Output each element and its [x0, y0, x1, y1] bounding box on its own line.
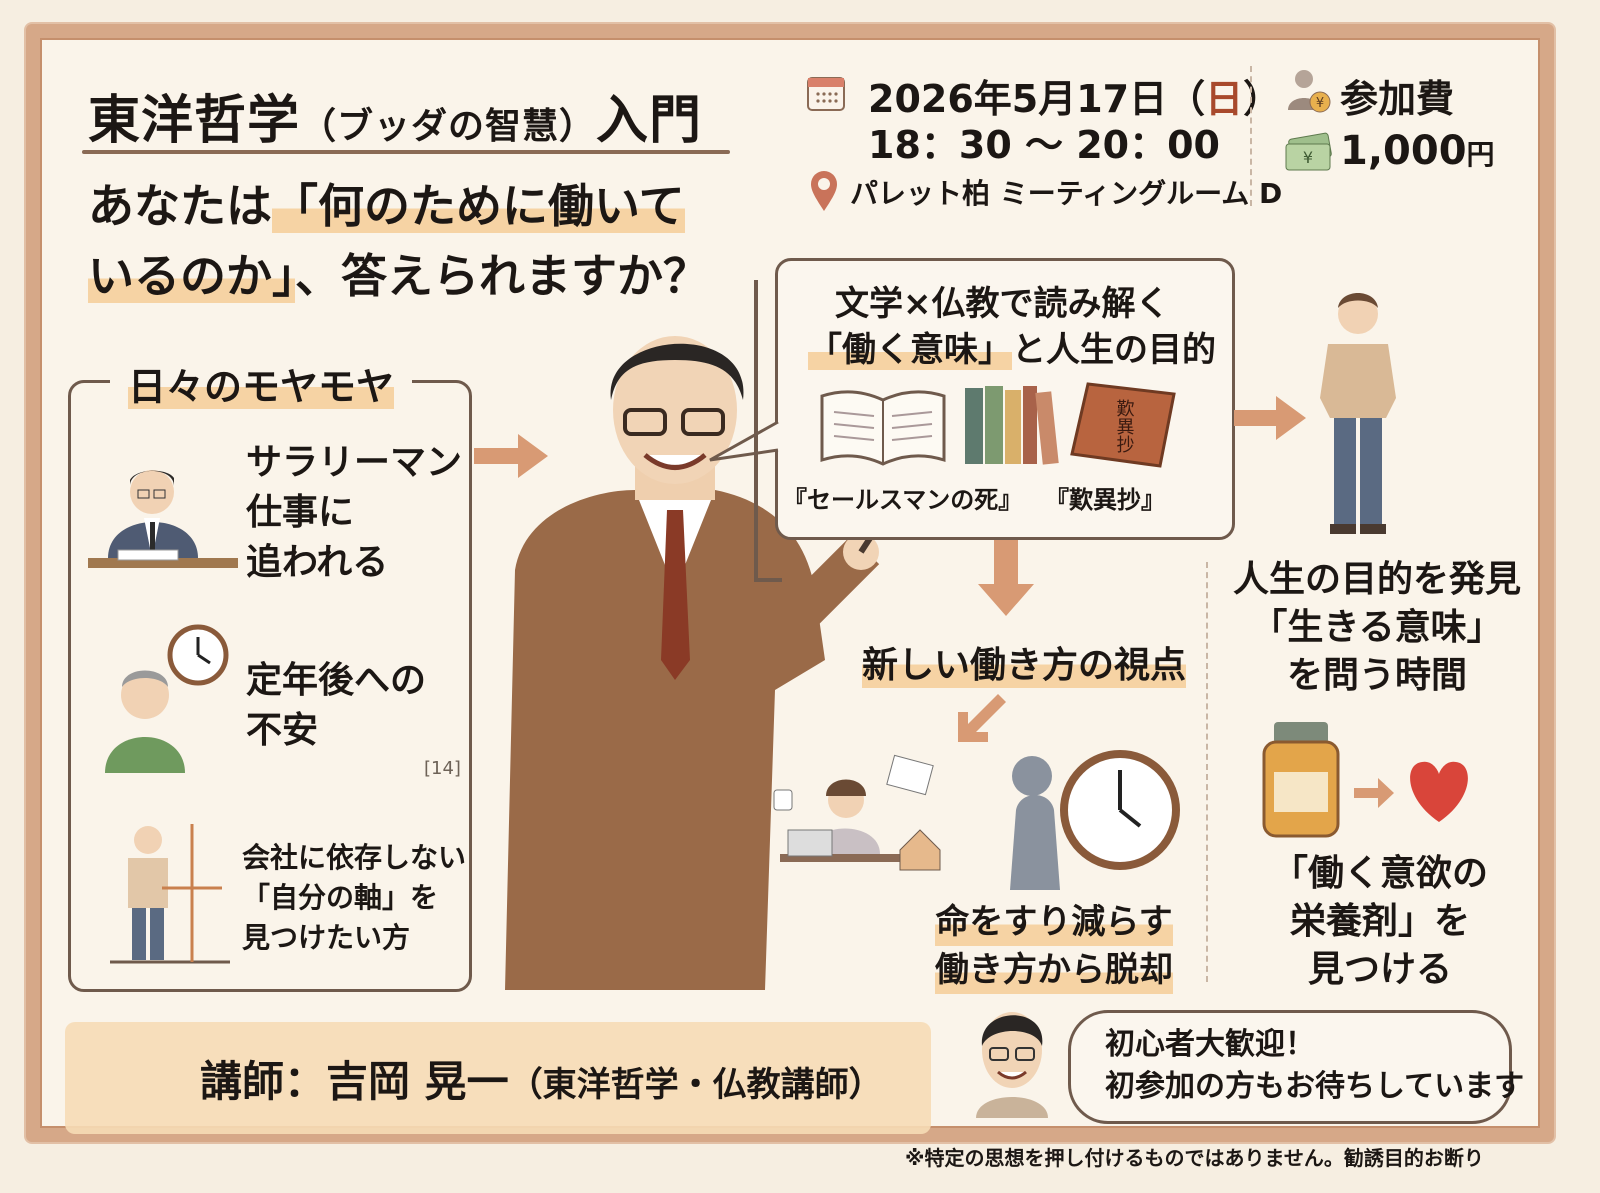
instructor-illustration [505, 336, 888, 990]
board-edge [754, 280, 782, 582]
title-paren: （ブッダの智慧） [300, 106, 597, 147]
event-time: 18：30 〜 20：00 [868, 123, 1220, 167]
map-pin-icon [811, 171, 837, 211]
overworked-woman-illustration [773, 754, 941, 871]
worry-line: 見つけたい方 [242, 921, 411, 954]
discover-text: 人生の目的を発見「生きる意味」を問う時間 [1232, 556, 1522, 700]
participant-fee-icon: ¥ [1288, 70, 1331, 113]
disclaimer-note: ※特定の思想を押し付けるものではありません。勧誘目的お断り [905, 1146, 1484, 1170]
date-weekday: 日 [1205, 77, 1244, 121]
theme-highlight: 「働く意味」 [808, 330, 1012, 370]
arrow-down-icon [978, 540, 1034, 616]
svg-text:¥: ¥ [1316, 96, 1324, 111]
person-with-clock-illustration [1010, 750, 1180, 890]
theme-line-1: 文学×仏教で読み解く [835, 284, 1170, 324]
worries-title-text: 日々のモヤモヤ [128, 365, 395, 409]
divider [1250, 66, 1252, 206]
self-axis-illustration [110, 824, 230, 964]
worry-line: 不安 [246, 710, 319, 751]
nutrient-text: 「働く意欲の栄養剤」を見つける [1240, 850, 1520, 994]
question-line-1: あなたは「何のために働いて [88, 176, 685, 236]
caption-line: 働き方から脱却 [935, 946, 1173, 994]
title-end: 入門 [596, 91, 703, 151]
worry-line: 定年後への [246, 660, 427, 701]
worry-item-2: 定年後への不安 [246, 656, 426, 756]
date-text: 2026年5月17日（ [868, 77, 1206, 121]
confident-man-illustration [1320, 293, 1396, 534]
book-caption-2: 『歎異抄』 [1045, 486, 1165, 514]
discover-line: を問う時間 [1286, 655, 1467, 696]
date-paren: ） [1243, 77, 1282, 121]
arrow-right-small-icon [1354, 778, 1394, 808]
tannisho-book-icon: 歎異抄 [1070, 382, 1176, 468]
worried-retiree-illustration [105, 624, 229, 773]
new-work-heading: 新しい働き方の視点 [862, 636, 1187, 688]
instructor-title: （東洋哲学・仏教講師） [508, 1065, 883, 1105]
heart-icon [1410, 761, 1468, 822]
arrow-right-icon [474, 434, 548, 478]
welcome-line: 初心者大歓迎！ [1105, 1027, 1315, 1062]
question-highlight: いるのか」 [88, 249, 295, 303]
worry-line: サラリーマン [246, 442, 463, 483]
worry-line: 仕事に [246, 492, 355, 533]
title-main: 東洋哲学 [88, 91, 301, 151]
page-title: 東洋哲学（ブッダの智慧）入門 [88, 78, 702, 153]
fee-amount: 1,000円 [1340, 128, 1495, 174]
discover-line: 人生の目的を発見 [1232, 559, 1521, 600]
worry-line: 追われる [246, 542, 389, 583]
instructor-name-text: 講師：吉岡 晃一 [200, 1057, 509, 1106]
worry-item-1: サラリーマン仕事に追われる [246, 438, 462, 588]
instructor-avatar [976, 1012, 1048, 1118]
worry-line: 「自分の軸」を [242, 881, 439, 914]
nutrient-line: 「働く意欲の [1271, 853, 1488, 894]
question-text: 、答えられますか？ [295, 249, 709, 303]
open-book-icon [820, 390, 946, 466]
theme-line-2: 「働く意味」と人生の目的 [808, 322, 1216, 371]
busy-salaryman-illustration [88, 470, 238, 568]
title-underline [82, 150, 730, 154]
money-icon: ¥ [1285, 132, 1332, 171]
svg-text:¥: ¥ [1303, 148, 1313, 167]
supplement-jar-icon [1262, 722, 1340, 838]
welcome-line: 初参加の方もお待ちしています [1105, 1069, 1525, 1104]
question-highlight: 「何のために働いて [272, 179, 685, 233]
event-location: パレット柏 ミーティングルーム D [850, 177, 1283, 210]
fee-number: 1,000 [1340, 128, 1467, 174]
arrow-right-icon [1234, 396, 1306, 440]
worry-item-3: 会社に依存しない「自分の軸」を見つけたい方 [242, 838, 466, 958]
nutrient-line: 見つける [1307, 949, 1452, 990]
nutrient-line: 栄養剤」を [1289, 901, 1470, 942]
escape-caption: 命をすり減らす働き方から脱却 [935, 898, 1173, 994]
book-cover-title: 歎異抄 [1114, 399, 1135, 454]
fee-label: 参加費 [1340, 77, 1455, 121]
divider [1206, 562, 1208, 982]
calendar-icon [807, 77, 845, 111]
book-caption-1: 『セールスマンの死』 [783, 486, 1023, 514]
worry-line: 会社に依存しない [242, 841, 467, 874]
books-stack-icon [965, 386, 1059, 465]
welcome-text: 初心者大歓迎！ 初参加の方もお待ちしています [1105, 1024, 1524, 1108]
question-line-2: いるのか」、答えられますか？ [88, 246, 709, 306]
event-date: 2026年5月17日（日） [868, 68, 1281, 123]
instructor-name: 講師：吉岡 晃一（東洋哲学・仏教講師） [200, 1048, 883, 1109]
welcome-bubble [1068, 1010, 1512, 1124]
reference-mark: [14] [424, 758, 461, 779]
fee-unit: 円 [1466, 138, 1495, 171]
worries-title: 日々のモヤモヤ [110, 352, 413, 415]
instructor-band [65, 1022, 931, 1134]
theme-text: と人生の目的 [1012, 330, 1216, 370]
question-text: あなたは [88, 179, 272, 233]
arrow-diagonal-icon [958, 694, 1006, 742]
caption-line: 命をすり減らす [935, 898, 1173, 946]
discover-line: 「生きる意味」 [1251, 607, 1503, 648]
